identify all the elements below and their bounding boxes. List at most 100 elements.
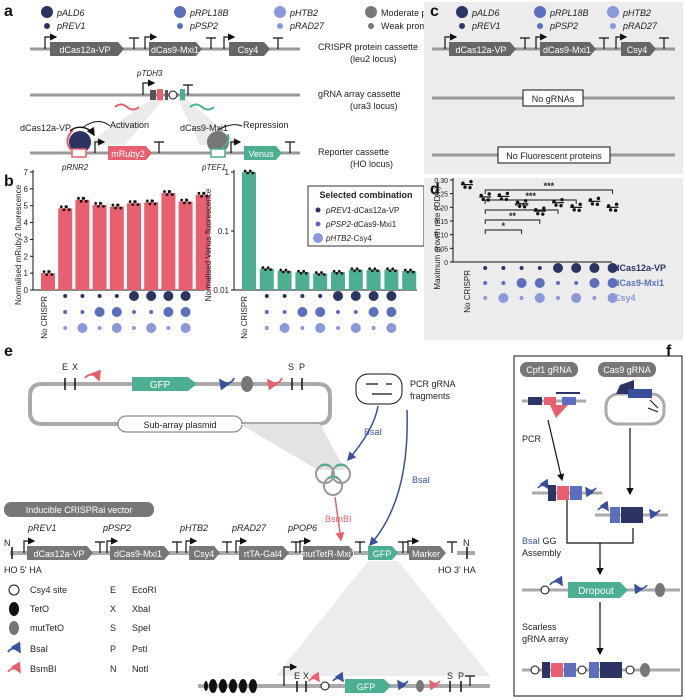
point-0-0	[461, 181, 465, 185]
dot-r0-c6	[163, 291, 174, 301]
dot-r1-c6	[368, 307, 379, 317]
pcr-label: PCR	[522, 434, 542, 444]
row-label-csy4: Csy4	[614, 293, 636, 303]
legend-code-P: P	[110, 644, 116, 654]
y-tick-label: 0	[24, 286, 29, 295]
replicate-0-0	[243, 169, 247, 173]
promoter-pTDH3: pTDH3	[136, 69, 163, 78]
point-8-0	[606, 204, 611, 208]
bound-grna	[66, 129, 74, 151]
ho5-label: HO 5' HA	[4, 565, 42, 575]
dot-r2-c1	[498, 293, 509, 303]
promoter-pRAD27: pRAD27	[289, 21, 325, 31]
point-4-2	[536, 211, 540, 216]
dot-r2-c0	[483, 296, 488, 300]
point-1-1	[487, 192, 491, 196]
replicate-7-1	[370, 269, 374, 273]
replicate-2-3	[84, 199, 88, 203]
promoter-pALD6: pALD6	[56, 8, 85, 18]
y-tick-label: 0.1	[218, 227, 230, 236]
promoter-arrow	[142, 79, 156, 95]
replicate-6-1	[353, 269, 356, 273]
replicate-9-2	[409, 268, 412, 272]
vec-mutTetR-label: mutTetR-Mxi1	[300, 549, 356, 559]
panel-label-b: b	[4, 173, 14, 190]
dot-r2-c3	[315, 323, 326, 333]
legend-item-3: pHTB2-Csy4	[325, 234, 372, 243]
row-label-dcas12a: dCas12a-VP	[614, 263, 666, 273]
replicate-0-2	[248, 169, 252, 173]
y-tick-label: 0.15	[434, 219, 448, 226]
promoter-arrow	[299, 537, 312, 553]
cas9-scaffold	[628, 389, 652, 398]
bsai-arrow-2	[369, 409, 408, 547]
replicate-1-1	[62, 208, 66, 212]
csy4-site	[540, 585, 550, 595]
y-tick-label: 1	[24, 269, 29, 278]
gg-assembly-line1: BsaI GG	[522, 536, 557, 546]
scarless-line1: Scarless	[522, 622, 557, 632]
promoter-arrow	[144, 33, 158, 49]
final-block	[564, 663, 576, 677]
terminator	[154, 141, 164, 153]
no-crispr-label-right: No CRISPR	[240, 296, 249, 339]
terminator	[659, 37, 669, 49]
dot-dark-large	[456, 6, 468, 18]
legend-psti: PstI	[132, 644, 148, 654]
spacer	[150, 90, 156, 100]
promoter-arrow	[223, 33, 236, 49]
dot-r1-c1	[282, 310, 287, 314]
bar-6	[348, 269, 363, 290]
dot-mid-large	[534, 6, 546, 18]
legend-csy4-site-icon	[8, 584, 20, 596]
replicate-6-0	[145, 199, 149, 203]
significance-brackets: *************	[484, 181, 614, 234]
terminator	[273, 37, 283, 49]
point-6-0	[570, 204, 574, 208]
replicate-1-3	[67, 208, 71, 212]
dot-r2-c3	[111, 323, 122, 333]
final-block	[551, 663, 563, 677]
cas9-grna-box	[598, 362, 656, 377]
replicate-4-3	[322, 273, 326, 276]
insert-site-E: E	[294, 671, 300, 681]
repression-label: Repression	[243, 120, 289, 130]
muttetO	[241, 376, 253, 392]
no-grnas-label: No gRNAs	[532, 94, 575, 104]
bar-1	[58, 208, 73, 290]
legend-noti: NotI	[132, 664, 149, 674]
gene-dCas9	[540, 42, 596, 56]
gene-dCas9-label: dCas9-Mxi1	[151, 45, 199, 55]
y-tick-label: 1	[225, 168, 230, 177]
legend-muttetO-icon	[9, 621, 19, 635]
replicate-7-0	[163, 190, 166, 193]
gene-dCas12a-label: dCas12a-VP	[455, 45, 506, 55]
bar-7	[161, 193, 176, 290]
dropout-label: Dropout	[578, 586, 614, 597]
dot-r1-c6	[589, 278, 600, 288]
vec-pPSP2: pPSP2	[102, 523, 131, 533]
dot-r2-c6	[371, 326, 376, 330]
insert-bsmbi	[308, 671, 320, 683]
replicate-4-0	[111, 203, 115, 207]
sig-label-3: ***	[525, 191, 536, 201]
dot-r0-c1	[282, 294, 287, 298]
crispr-cassette-name: CRISPR protein cassette	[318, 42, 418, 52]
pcr-fragment-icon	[355, 373, 403, 405]
grna-wave-red	[114, 103, 140, 111]
terminator	[222, 541, 232, 553]
promoter-arrow	[44, 33, 58, 49]
replicate-8-1	[388, 269, 392, 273]
csy4-site	[168, 90, 178, 100]
dot-r0-c1	[501, 266, 506, 270]
replicate-2-0	[77, 196, 80, 200]
panel-label-a: a	[4, 3, 13, 20]
replicate-3-2	[302, 269, 306, 273]
bsai-label-2: BsaI	[412, 475, 430, 485]
point-5-3	[559, 203, 563, 208]
replicate-0-1	[45, 273, 49, 277]
selected-combination-legend	[307, 185, 425, 247]
bound-grna	[221, 133, 230, 149]
replicate-5-1	[335, 271, 339, 275]
legend-bsai: BsaI	[30, 644, 48, 654]
